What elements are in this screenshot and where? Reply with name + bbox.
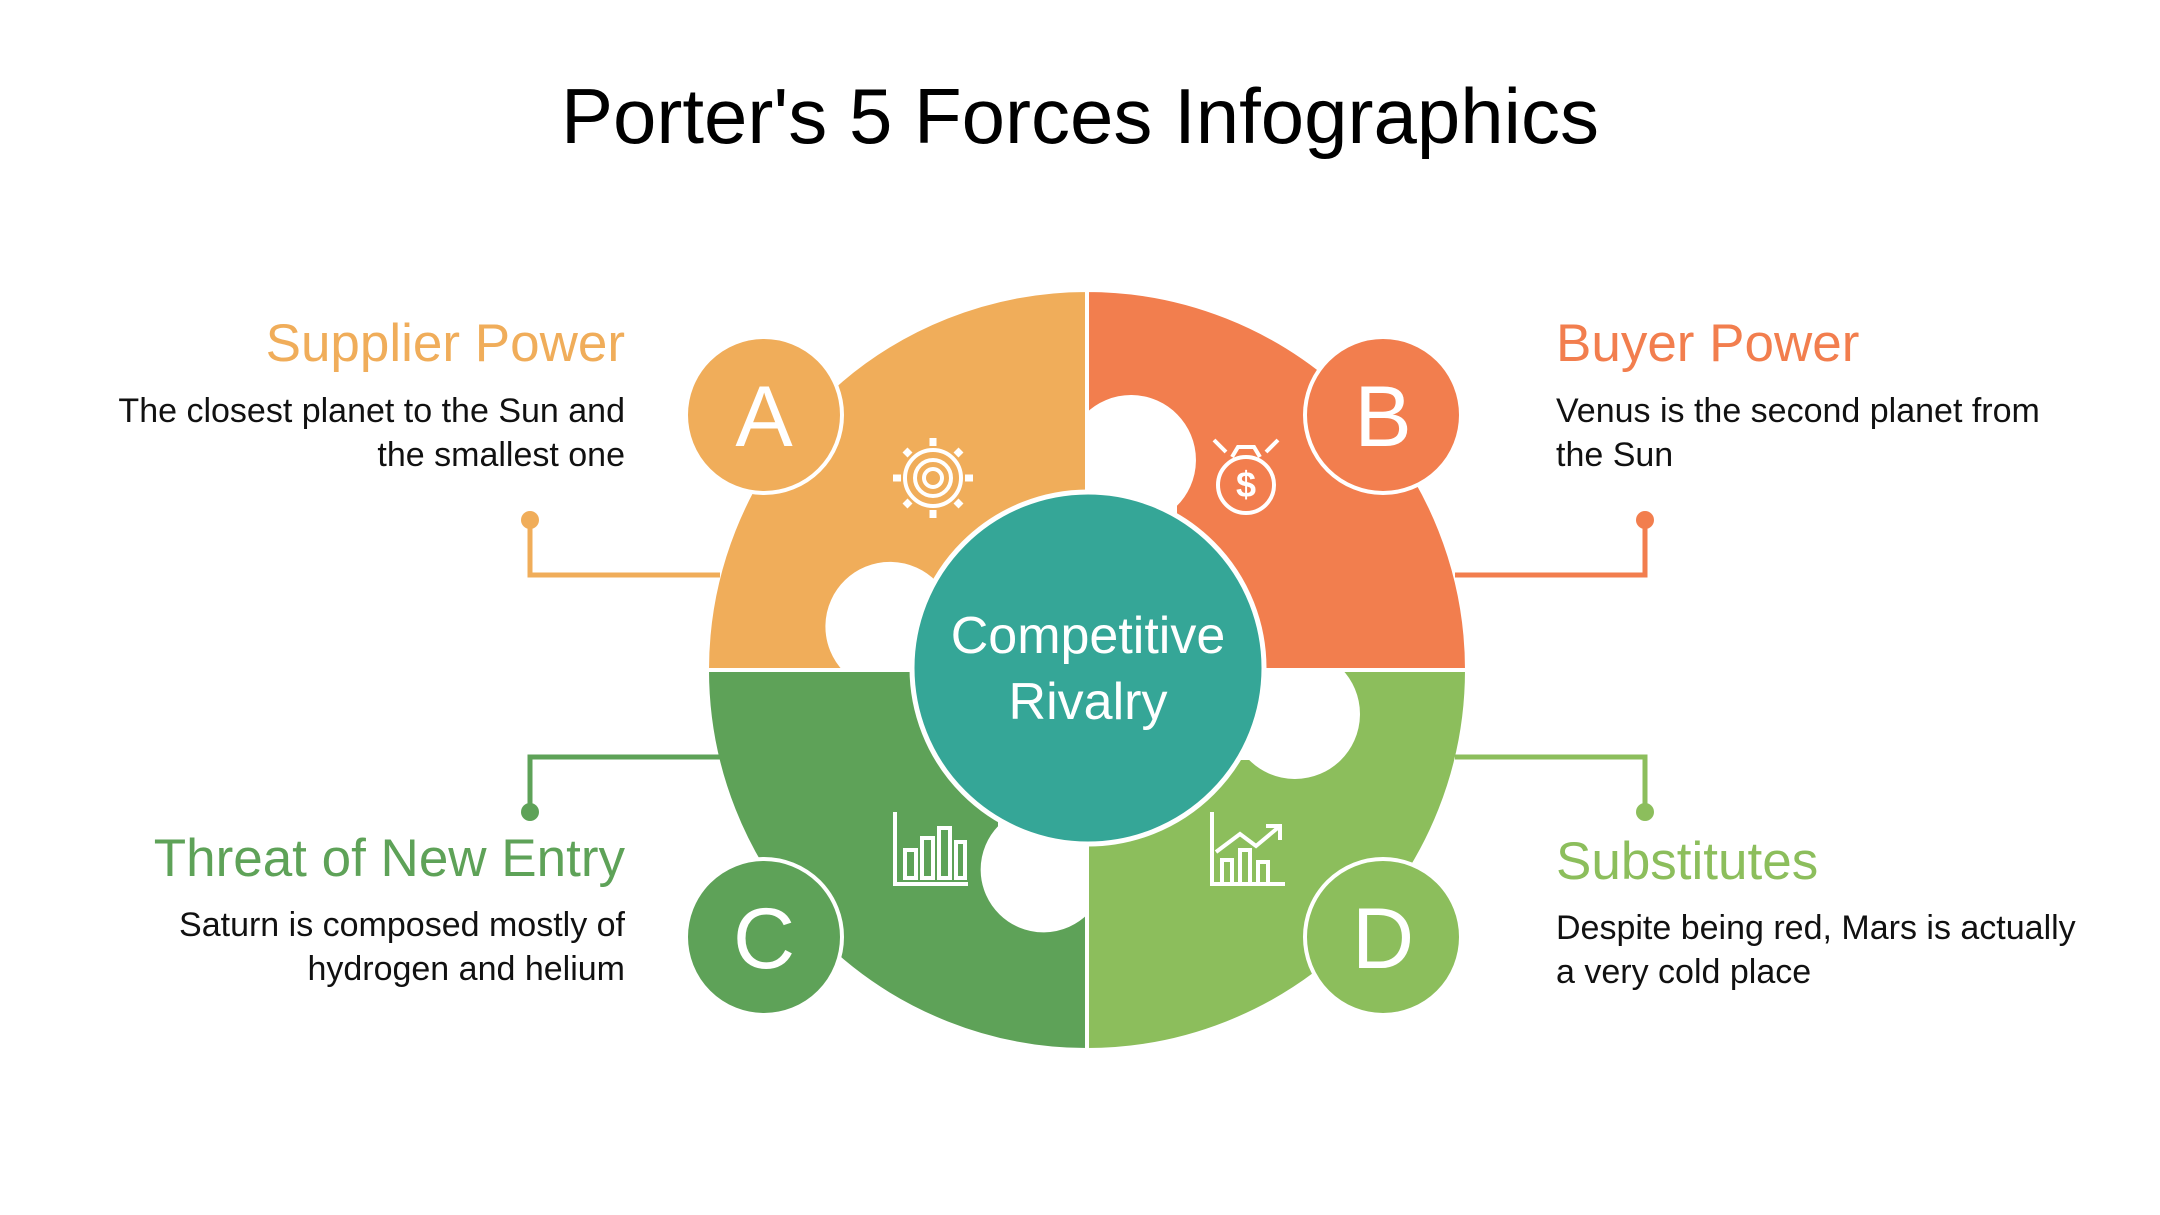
- badge-d: D: [1303, 857, 1463, 1017]
- badge-letter-d: D: [1352, 891, 1414, 987]
- growth-chart-icon: [1210, 812, 1285, 886]
- center-circle: [909, 489, 1267, 847]
- badge-letter-a: A: [735, 369, 793, 465]
- buyer-power-heading: Buyer Power: [1556, 314, 1860, 373]
- page-title: Porter's 5 Forces Infographics: [561, 72, 1599, 160]
- center-label-line2: Rivalry: [1009, 673, 1168, 731]
- connector-d: [1455, 754, 1654, 821]
- badge-letter-b: B: [1354, 369, 1411, 465]
- supplier-power-heading: Supplier Power: [265, 314, 625, 373]
- supplier-power-description: The closest planet to the Sun and the sm…: [118, 392, 625, 474]
- bar-chart-icon: [893, 812, 968, 886]
- money-bag-icon: $: [1212, 438, 1280, 515]
- svg-text:$: $: [1236, 464, 1256, 505]
- connector-b: [1455, 511, 1654, 578]
- badge-b: B: [1303, 335, 1463, 495]
- substitutes-description: Despite being red, Mars is actually a ve…: [1556, 909, 2076, 991]
- connector-a: [521, 511, 720, 578]
- badge-letter-c: C: [733, 891, 795, 987]
- badge-a: A: [684, 335, 844, 495]
- center-label-line1: Competitive: [951, 607, 1226, 665]
- substitutes-heading: Substitutes: [1556, 832, 1819, 891]
- gear-icon: [893, 438, 973, 518]
- badge-c: C: [684, 857, 844, 1017]
- threat-of-new-entry-description: Saturn is composed mostly of hydrogen an…: [179, 906, 625, 988]
- buyer-power-description: Venus is the second planet from the Sun: [1556, 392, 2040, 474]
- connector-c: [521, 754, 720, 821]
- threat-of-new-entry-heading: Threat of New Entry: [153, 829, 625, 888]
